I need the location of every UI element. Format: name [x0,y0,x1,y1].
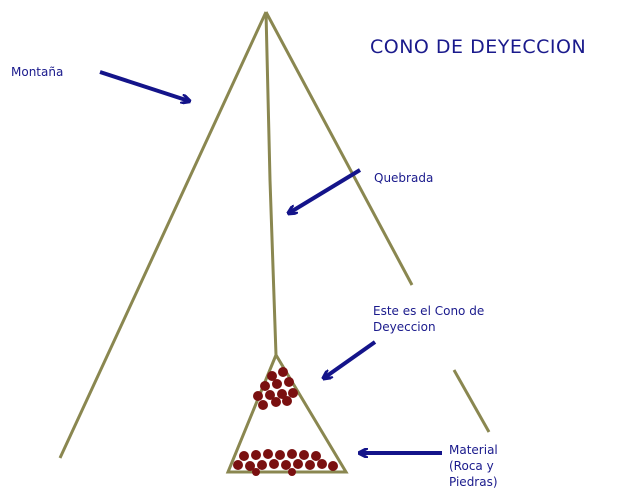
rock [277,389,287,399]
label-material-line-3: Piedras) [449,475,498,489]
diagram-title: CONO DE DEYECCION [370,36,587,58]
label-material: Material (Roca y Piedras) [449,442,498,490]
rock [278,367,288,377]
rock [284,377,294,387]
rock [305,460,315,470]
rock [299,450,309,460]
mountain-right-slope [264,11,414,286]
rock [269,459,279,469]
quebrada-line [264,11,278,356]
rock [328,461,338,471]
rock [258,400,268,410]
rock [281,460,291,470]
rock [288,388,298,398]
rock [272,379,282,389]
label-material-line-2: (Roca y [449,459,494,473]
label-cono-line-2: Deyeccion [373,320,436,334]
montana-arrow [99,70,189,101]
rock [263,449,273,459]
rock [257,460,267,470]
rock [265,390,275,400]
rock [287,449,297,459]
label-cono-de-deyeccion: Este es el Cono de Deyeccion [373,303,484,335]
cono-arrow [324,340,377,378]
rock [288,468,296,476]
rock [252,468,260,476]
mountain-right-slope-lower [452,369,491,433]
label-cono-line-1: Este es el Cono de [373,304,485,318]
rock [275,450,285,460]
label-material-line-1: Material [449,443,498,457]
rock-cluster-lower [233,449,338,476]
rock [233,460,243,470]
rock [245,461,255,471]
rock [271,397,281,407]
rock [311,451,321,461]
alluvial-cone-triangle [225,351,349,474]
rock [239,451,249,461]
rock [260,381,270,391]
label-montana: Montaña [11,65,64,79]
rock [253,391,263,401]
label-quebrada: Quebrada [374,171,434,185]
rock [293,459,303,469]
rock [317,459,327,469]
quebrada-arrow [289,168,362,213]
rock [282,396,292,406]
rock [251,450,261,460]
rock [267,371,277,381]
rock-cluster-upper [253,367,298,410]
mountain-left-slope [58,11,268,459]
